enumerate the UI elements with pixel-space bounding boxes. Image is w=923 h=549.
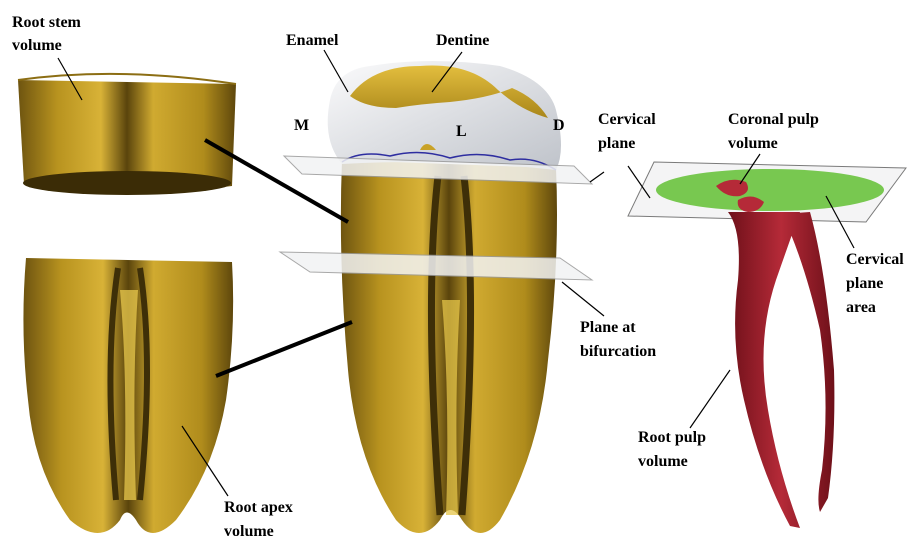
cervical-area-label-3: area [846, 299, 876, 316]
coronal-pulp-label-2: volume [728, 135, 778, 152]
root-pulp-label-1: Root pulp [638, 429, 706, 446]
pulp [628, 162, 906, 528]
root-apex-volume [23, 258, 233, 533]
mesial-label: M [294, 117, 309, 134]
enamel-label: Enamel [286, 32, 339, 49]
bifurcation-label-1: Plane at [580, 319, 636, 336]
dentine-label: Dentine [436, 32, 489, 49]
root-stem-label-2: volume [12, 37, 62, 54]
cervical-area-label-1: Cervical [846, 251, 904, 268]
root-pulp-volume [728, 212, 834, 528]
root-apex-label-2: volume [224, 523, 274, 540]
central-tooth [328, 61, 561, 533]
root-apex-label-1: Root apex [224, 499, 293, 516]
root-stem-label-1: Root stem [12, 14, 82, 31]
cervical-plane-label-1: Cervical [598, 111, 656, 128]
cervical-plane-label-2: plane [598, 135, 635, 152]
distal-label: D [553, 117, 565, 134]
coronal-pulp-label-1: Coronal pulp [728, 111, 819, 128]
root-pulp-label-2: volume [638, 453, 688, 470]
cervical-area-label-2: plane [846, 275, 883, 292]
root-stem-volume [18, 74, 236, 195]
bifurcation-label-2: bifurcation [580, 343, 656, 360]
cervical-plane-area [656, 169, 884, 211]
lingual-label: L [456, 123, 467, 140]
